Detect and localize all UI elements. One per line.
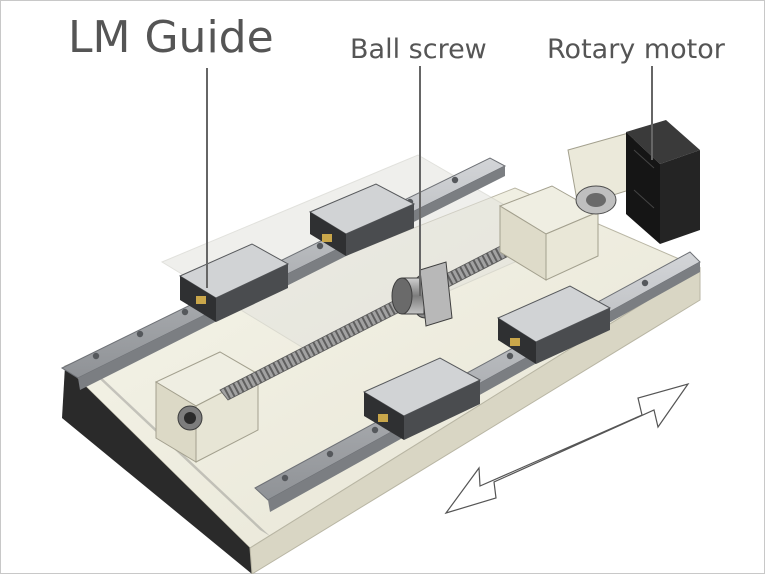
ball-nut: [391, 261, 453, 327]
double-headed-arrow-icon: [444, 382, 690, 515]
lm-block-rear-right: [308, 183, 416, 256]
label-ball-screw: Ball screw: [350, 34, 487, 65]
lm-block-front-right: [496, 285, 612, 364]
lm-block-front-left: [362, 357, 482, 440]
motor-bracket: [498, 131, 643, 281]
label-rotary-motor: Rotary motor: [547, 34, 725, 65]
base-plate: [62, 187, 702, 574]
rotary-motor: [626, 120, 700, 244]
leader-lines: [206, 66, 653, 296]
label-lm-guide: LM Guide: [68, 12, 274, 63]
screw-support-left: [154, 351, 260, 463]
